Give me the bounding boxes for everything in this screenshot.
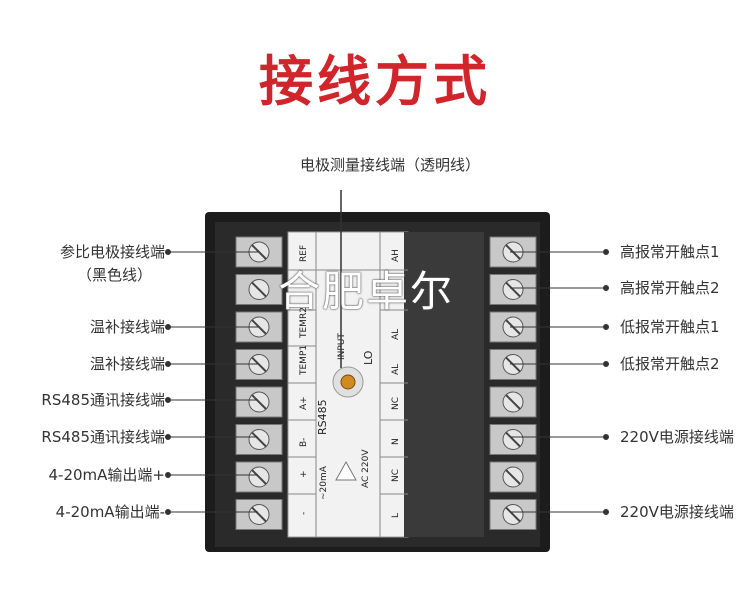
panel-temp1: TEMP1	[299, 345, 309, 376]
label-high-alarm-2: 高报常开触点2	[620, 279, 720, 297]
left-screw-terminal	[235, 461, 283, 493]
label-low-alarm-2: 低报常开触点2	[620, 355, 720, 373]
input-connector-center	[340, 374, 356, 390]
label-temp-comp-1: 温补接线端	[89, 318, 165, 336]
label-220v-1: 220V电源接线端	[620, 428, 734, 446]
panel-nc-2: NC	[391, 469, 401, 482]
electrode-terminal-label: 电极测量接线端（透明线）	[299, 156, 480, 174]
label-ref-electrode: 参比电极接线端	[59, 243, 165, 261]
center-dark-area	[404, 232, 484, 537]
left-screw-terminal	[235, 386, 283, 418]
panel-n: N	[391, 438, 401, 445]
panel-al-2: AL	[391, 364, 401, 375]
label-rs485-2: RS485通讯接线端	[41, 428, 165, 446]
watermark: 合肥卓尔	[278, 267, 455, 316]
panel-20ma: ~20mA	[319, 465, 329, 500]
right-leader-lines	[510, 249, 609, 515]
label-4-20ma-plus: 4-20mA输出端+	[48, 466, 166, 484]
left-screw-terminal	[235, 424, 283, 455]
panel-temr2: TEMR2	[299, 307, 309, 339]
panel-a-plus: A+	[299, 396, 309, 410]
panel-nc-1: NC	[391, 397, 401, 410]
panel-plus: +	[299, 470, 309, 478]
panel-rs485: RS485	[316, 399, 329, 435]
panel-ah: AH	[391, 249, 401, 262]
label-ref-electrode-sub: （黑色线）	[76, 266, 152, 284]
right-screw-terminal	[489, 499, 537, 530]
label-temp-comp-2: 温补接线端	[89, 355, 165, 373]
panel-l: L	[391, 513, 401, 518]
panel-minus: -	[299, 512, 309, 515]
label-220v-2: 220V电源接线端	[620, 503, 734, 521]
right-screw-terminal	[489, 274, 537, 305]
left-screw-terminal	[235, 274, 283, 305]
panel-ac220v: AC 220V	[361, 449, 371, 488]
panel-grid	[288, 232, 408, 537]
page-title: 接线方式	[259, 50, 491, 113]
right-screw-terminal	[489, 424, 537, 455]
left-terminal-block	[235, 236, 283, 530]
panel-al-1: AL	[391, 329, 401, 340]
label-high-alarm-1: 高报常开触点1	[620, 243, 720, 261]
left-leader-lines	[165, 249, 258, 515]
left-screw-terminal	[235, 499, 283, 530]
right-terminal-block	[489, 236, 537, 530]
right-screw-terminal	[489, 461, 537, 493]
warning-triangle-icon	[335, 460, 357, 481]
panel-ref: REF	[299, 245, 309, 262]
panel-input: INPUT	[337, 333, 347, 360]
right-screw-terminal	[489, 386, 537, 418]
label-low-alarm-1: 低报常开触点1	[620, 318, 720, 336]
panel-b-minus: B-	[299, 438, 309, 447]
label-4-20ma-minus: 4-20mA输出端-	[55, 503, 165, 521]
panel-lo: LO	[362, 350, 375, 365]
label-rs485-1: RS485通讯接线端	[41, 391, 165, 409]
